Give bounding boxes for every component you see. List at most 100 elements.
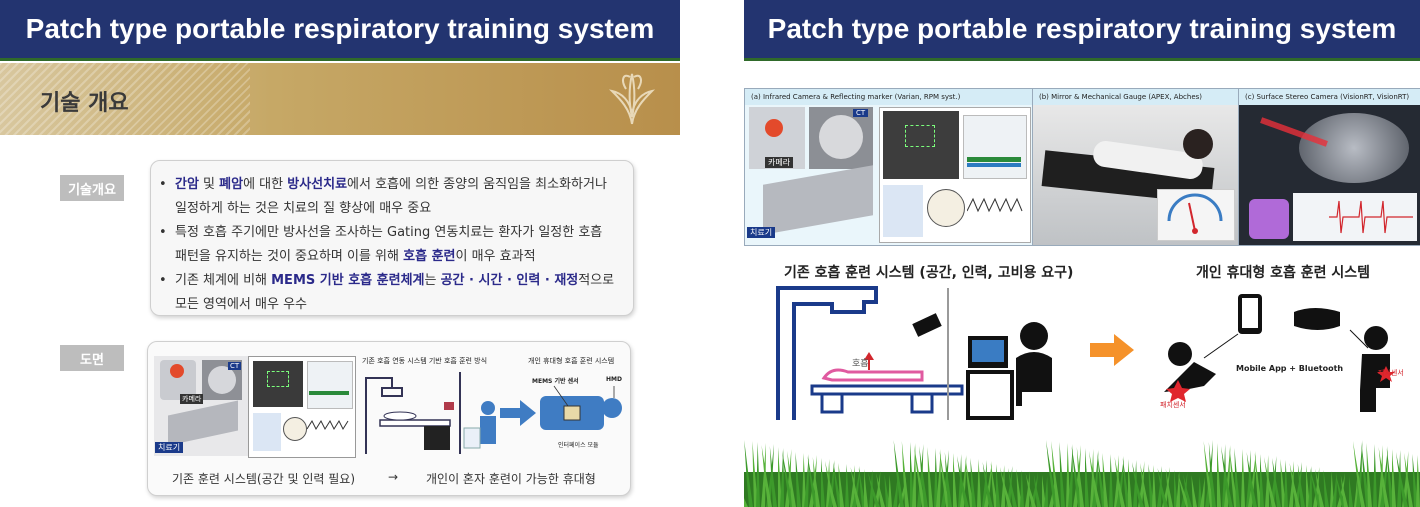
body-text: 일정하게 하는 것은 치료의 질 향상에 매우 중요 bbox=[175, 201, 432, 216]
body-text: 및 bbox=[198, 177, 220, 192]
grass-blade bbox=[1234, 448, 1240, 507]
treatment-photo: 치료기 카메라 CT bbox=[154, 356, 248, 456]
photo-c-caption: (c) Surface Stereo Camera (VisionRT, Vis… bbox=[1239, 89, 1420, 105]
grass-blade bbox=[1217, 443, 1221, 507]
grass-blade bbox=[1402, 451, 1409, 507]
grass-blade bbox=[761, 445, 772, 507]
grass-blade bbox=[795, 452, 801, 507]
grass-blade bbox=[1208, 442, 1216, 507]
drawing-box: 치료기 카메라 CT 기존 호흡 연동 시스템 기반 호흡 훈련 방식 bbox=[147, 341, 631, 496]
body-text: 적으로 bbox=[578, 273, 615, 288]
grass-blade bbox=[1416, 455, 1420, 507]
grass-blade bbox=[977, 459, 981, 507]
waveform-icon bbox=[307, 419, 349, 431]
grass-blade bbox=[912, 443, 916, 507]
grass-blade bbox=[802, 453, 806, 507]
grass-blade bbox=[901, 441, 909, 507]
grass-blade bbox=[1272, 458, 1281, 507]
grass-blade bbox=[1157, 468, 1168, 507]
photo-a-caption: (a) Infrared Camera & Reflecting marker … bbox=[745, 89, 1033, 105]
grass-blade bbox=[996, 464, 1000, 507]
grass-blade bbox=[1140, 463, 1149, 507]
body-text: 는 bbox=[424, 273, 441, 288]
grass-blade bbox=[752, 441, 758, 507]
photo-b: (b) Mirror & Mechanical Gauge (APEX, Abc… bbox=[1032, 88, 1240, 246]
grass-blade bbox=[936, 449, 941, 507]
photo-a-treat: 치료기 bbox=[747, 227, 776, 238]
grass-blade bbox=[1114, 455, 1119, 507]
section-heading: 기술 개요 bbox=[40, 91, 129, 116]
grass-blade bbox=[1085, 448, 1089, 507]
grass-blade bbox=[1315, 469, 1324, 507]
grass-blade bbox=[1198, 476, 1202, 507]
keyword-text: 폐암 bbox=[219, 177, 244, 192]
grass-blade bbox=[1246, 450, 1251, 507]
slide-title: Patch type portable respiratory training… bbox=[0, 0, 680, 58]
grass-blade bbox=[1222, 444, 1226, 507]
grass-blade bbox=[982, 460, 987, 507]
photo-a-waveform-icon bbox=[967, 197, 1023, 213]
grass-blade bbox=[1203, 441, 1214, 507]
grass-blade bbox=[850, 465, 855, 507]
slide-title-right: Patch type portable respiratory training… bbox=[744, 0, 1420, 58]
grass-blade bbox=[1412, 454, 1418, 507]
grass-blade bbox=[858, 468, 866, 507]
body-text: 기존 체계에 비해 bbox=[175, 273, 272, 288]
grass-blade bbox=[944, 452, 952, 507]
grass-blade bbox=[1016, 469, 1022, 507]
grass-blade bbox=[804, 454, 809, 507]
grass-blade bbox=[1270, 456, 1277, 507]
grass-blade bbox=[939, 451, 950, 507]
grass-blade bbox=[1138, 461, 1145, 507]
bullet-item: 기존 체계에 비해 MEMS 기반 호흡 훈련체계는 공간 · 시간 · 인력 … bbox=[151, 269, 633, 317]
overview-tag: 기술개요 bbox=[60, 175, 124, 201]
mini-title-conventional: 기존 호흡 연동 시스템 기반 호흡 훈련 방식 bbox=[362, 357, 488, 365]
grass-blade bbox=[1152, 465, 1156, 507]
interface-label: 인터페이스 모듈 bbox=[558, 442, 599, 449]
grass-blade bbox=[1229, 447, 1238, 507]
software-screenshot bbox=[248, 356, 356, 458]
grass-blade bbox=[1323, 470, 1329, 507]
grass-blade bbox=[876, 473, 885, 507]
grass-blade bbox=[884, 474, 890, 507]
photo-c: (c) Surface Stereo Camera (VisionRT, Vis… bbox=[1238, 88, 1420, 246]
grass-blade bbox=[874, 471, 881, 507]
grass-blade bbox=[826, 459, 830, 507]
patch-sensor-label-2: 패치센서 bbox=[1378, 369, 1404, 377]
grass-blade bbox=[1308, 466, 1312, 507]
grass-blade bbox=[1373, 444, 1377, 507]
drawing-tag: 도면 bbox=[60, 345, 124, 371]
grass-blade bbox=[1260, 454, 1264, 507]
right-arrow-icon bbox=[500, 400, 536, 426]
grass-blade bbox=[1378, 447, 1389, 507]
grass-blade bbox=[1183, 474, 1192, 507]
grass-blade bbox=[1059, 442, 1065, 507]
photo-a-ct: CT bbox=[853, 109, 869, 117]
grass-blade bbox=[927, 447, 933, 507]
grass-blade bbox=[1133, 460, 1137, 507]
grass-blade bbox=[1025, 471, 1030, 507]
grass-blade bbox=[1397, 450, 1401, 507]
grass-blade bbox=[1335, 474, 1346, 507]
grass-blade bbox=[1128, 459, 1132, 507]
grass-blade bbox=[1246, 452, 1257, 507]
overview-box: 간암 및 폐암에 대한 방사선치료에서 호흡에 의한 종양의 움직임을 최소화하… bbox=[150, 160, 634, 316]
body-text: 에 대한 bbox=[243, 177, 288, 192]
grass-blade bbox=[1006, 466, 1013, 507]
grass-blade bbox=[756, 442, 760, 507]
keyword-text: 호흡 훈련 bbox=[403, 249, 456, 264]
grass-blade bbox=[919, 446, 928, 507]
grass-blade bbox=[1340, 475, 1348, 507]
grass-blade bbox=[833, 462, 842, 507]
grass-blade bbox=[1165, 469, 1173, 507]
existing-system-illustration bbox=[776, 286, 1052, 420]
caption-left: 기존 훈련 시스템(공간 및 인력 필요) bbox=[172, 472, 355, 486]
portable-diagram bbox=[540, 385, 622, 430]
grass-blade bbox=[1176, 471, 1180, 507]
left-slide: Patch type portable respiratory training… bbox=[0, 0, 680, 507]
keyword-text: 방사선치료 bbox=[287, 177, 348, 192]
grass-blade bbox=[1097, 452, 1106, 507]
grass-blade bbox=[744, 498, 748, 507]
body-text: 모든 영역에서 매우 우수 bbox=[175, 297, 307, 312]
grass-blade bbox=[1066, 443, 1070, 507]
